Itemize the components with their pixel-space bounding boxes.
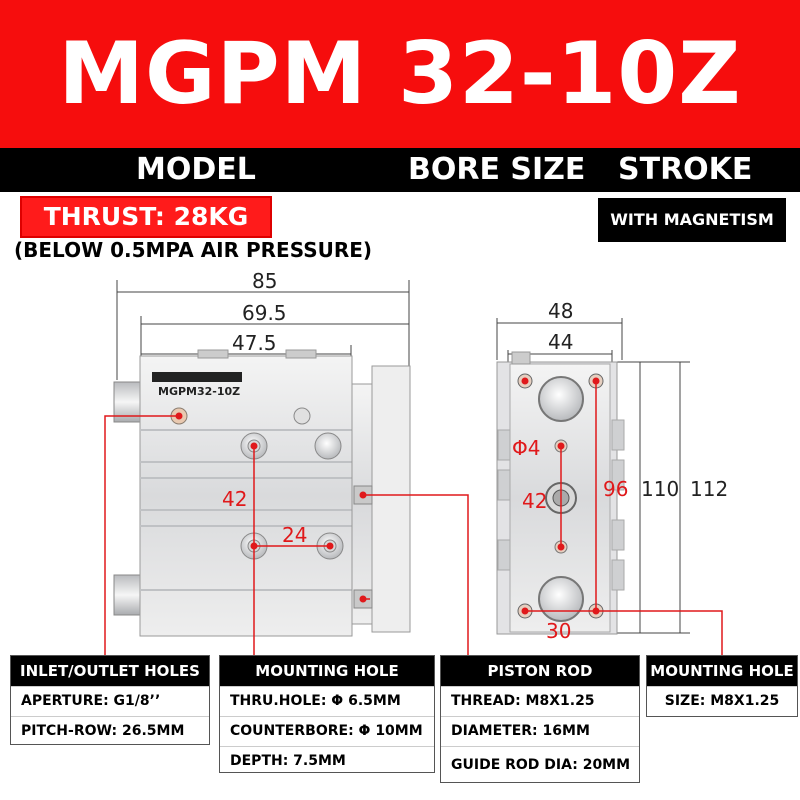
piston-guide-rod: GUIDE ROD DIA: 20MM — [441, 746, 639, 783]
front-hole-markers — [521, 377, 600, 615]
magnetism-badge: WITH MAGNETISM — [598, 198, 786, 242]
product-title: MGPM 32-10Z — [58, 24, 742, 124]
dim-42-side: 42 — [222, 487, 247, 511]
dim-44: 44 — [548, 330, 573, 354]
thrust-badge: THRUST: 28KG — [20, 196, 272, 238]
dim-48: 48 — [548, 299, 573, 323]
mounting-hole-title: MOUNTING HOLE — [220, 656, 434, 686]
inlet-outlet-spec-box: INLET/OUTLET HOLES APERTURE: G1/8’’ PITC… — [10, 655, 210, 745]
mounting-hole-size: SIZE: M8X1.25 — [647, 686, 797, 716]
inlet-pitch-row: PITCH-ROW: 26.5MM — [11, 716, 209, 746]
dim-30: 30 — [546, 619, 571, 643]
mounting-thru-hole: THRU.HOLE: Φ 6.5MM — [220, 686, 434, 716]
side-hole-markers — [175, 412, 367, 603]
stroke-label: STROKE — [618, 152, 753, 187]
side-view-cylinder — [113, 349, 411, 637]
front-leader-lines — [525, 381, 723, 655]
front-view-cylinder — [496, 351, 625, 635]
piston-diameter: DIAMETER: 16MM — [441, 716, 639, 746]
dim-85: 85 — [252, 269, 277, 293]
mounting-hole-size-title: MOUNTING HOLE — [647, 656, 797, 686]
mounting-counterbore: COUNTERBORE: Φ 10MM — [220, 716, 434, 746]
piston-thread: THREAD: M8X1.25 — [441, 686, 639, 716]
inlet-aperture: APERTURE: G1/8’’ — [11, 686, 209, 716]
mounting-hole-size-spec-box: MOUNTING HOLE SIZE: M8X1.25 — [646, 655, 798, 717]
nameplate-text: MGPM32-10Z — [158, 385, 240, 398]
pressure-note: (BELOW 0.5MPA AIR PRESSURE) — [14, 238, 373, 262]
dim-phi4: Φ4 — [512, 436, 540, 460]
dim-69-5: 69.5 — [242, 301, 287, 325]
dim-47-5: 47.5 — [232, 331, 277, 355]
mounting-hole-spec-box: MOUNTING HOLE THRU.HOLE: Φ 6.5MM COUNTER… — [219, 655, 435, 773]
dim-110: 110 — [641, 477, 679, 501]
title-banner — [0, 0, 800, 148]
piston-rod-spec-box: PISTON ROD THREAD: M8X1.25 DIAMETER: 16M… — [440, 655, 640, 783]
piston-rod-title: PISTON ROD — [441, 656, 639, 686]
mounting-depth: DEPTH: 7.5MM — [220, 746, 434, 776]
bore-size-label: BORE SIZE — [408, 152, 586, 187]
dim-96: 96 — [603, 477, 628, 501]
label-bar — [0, 148, 800, 192]
dim-42-front: 42 — [522, 489, 547, 513]
model-label: MODEL — [136, 152, 256, 187]
dim-112: 112 — [690, 477, 728, 501]
inlet-outlet-title: INLET/OUTLET HOLES — [11, 656, 209, 686]
dim-24-side: 24 — [282, 523, 307, 547]
